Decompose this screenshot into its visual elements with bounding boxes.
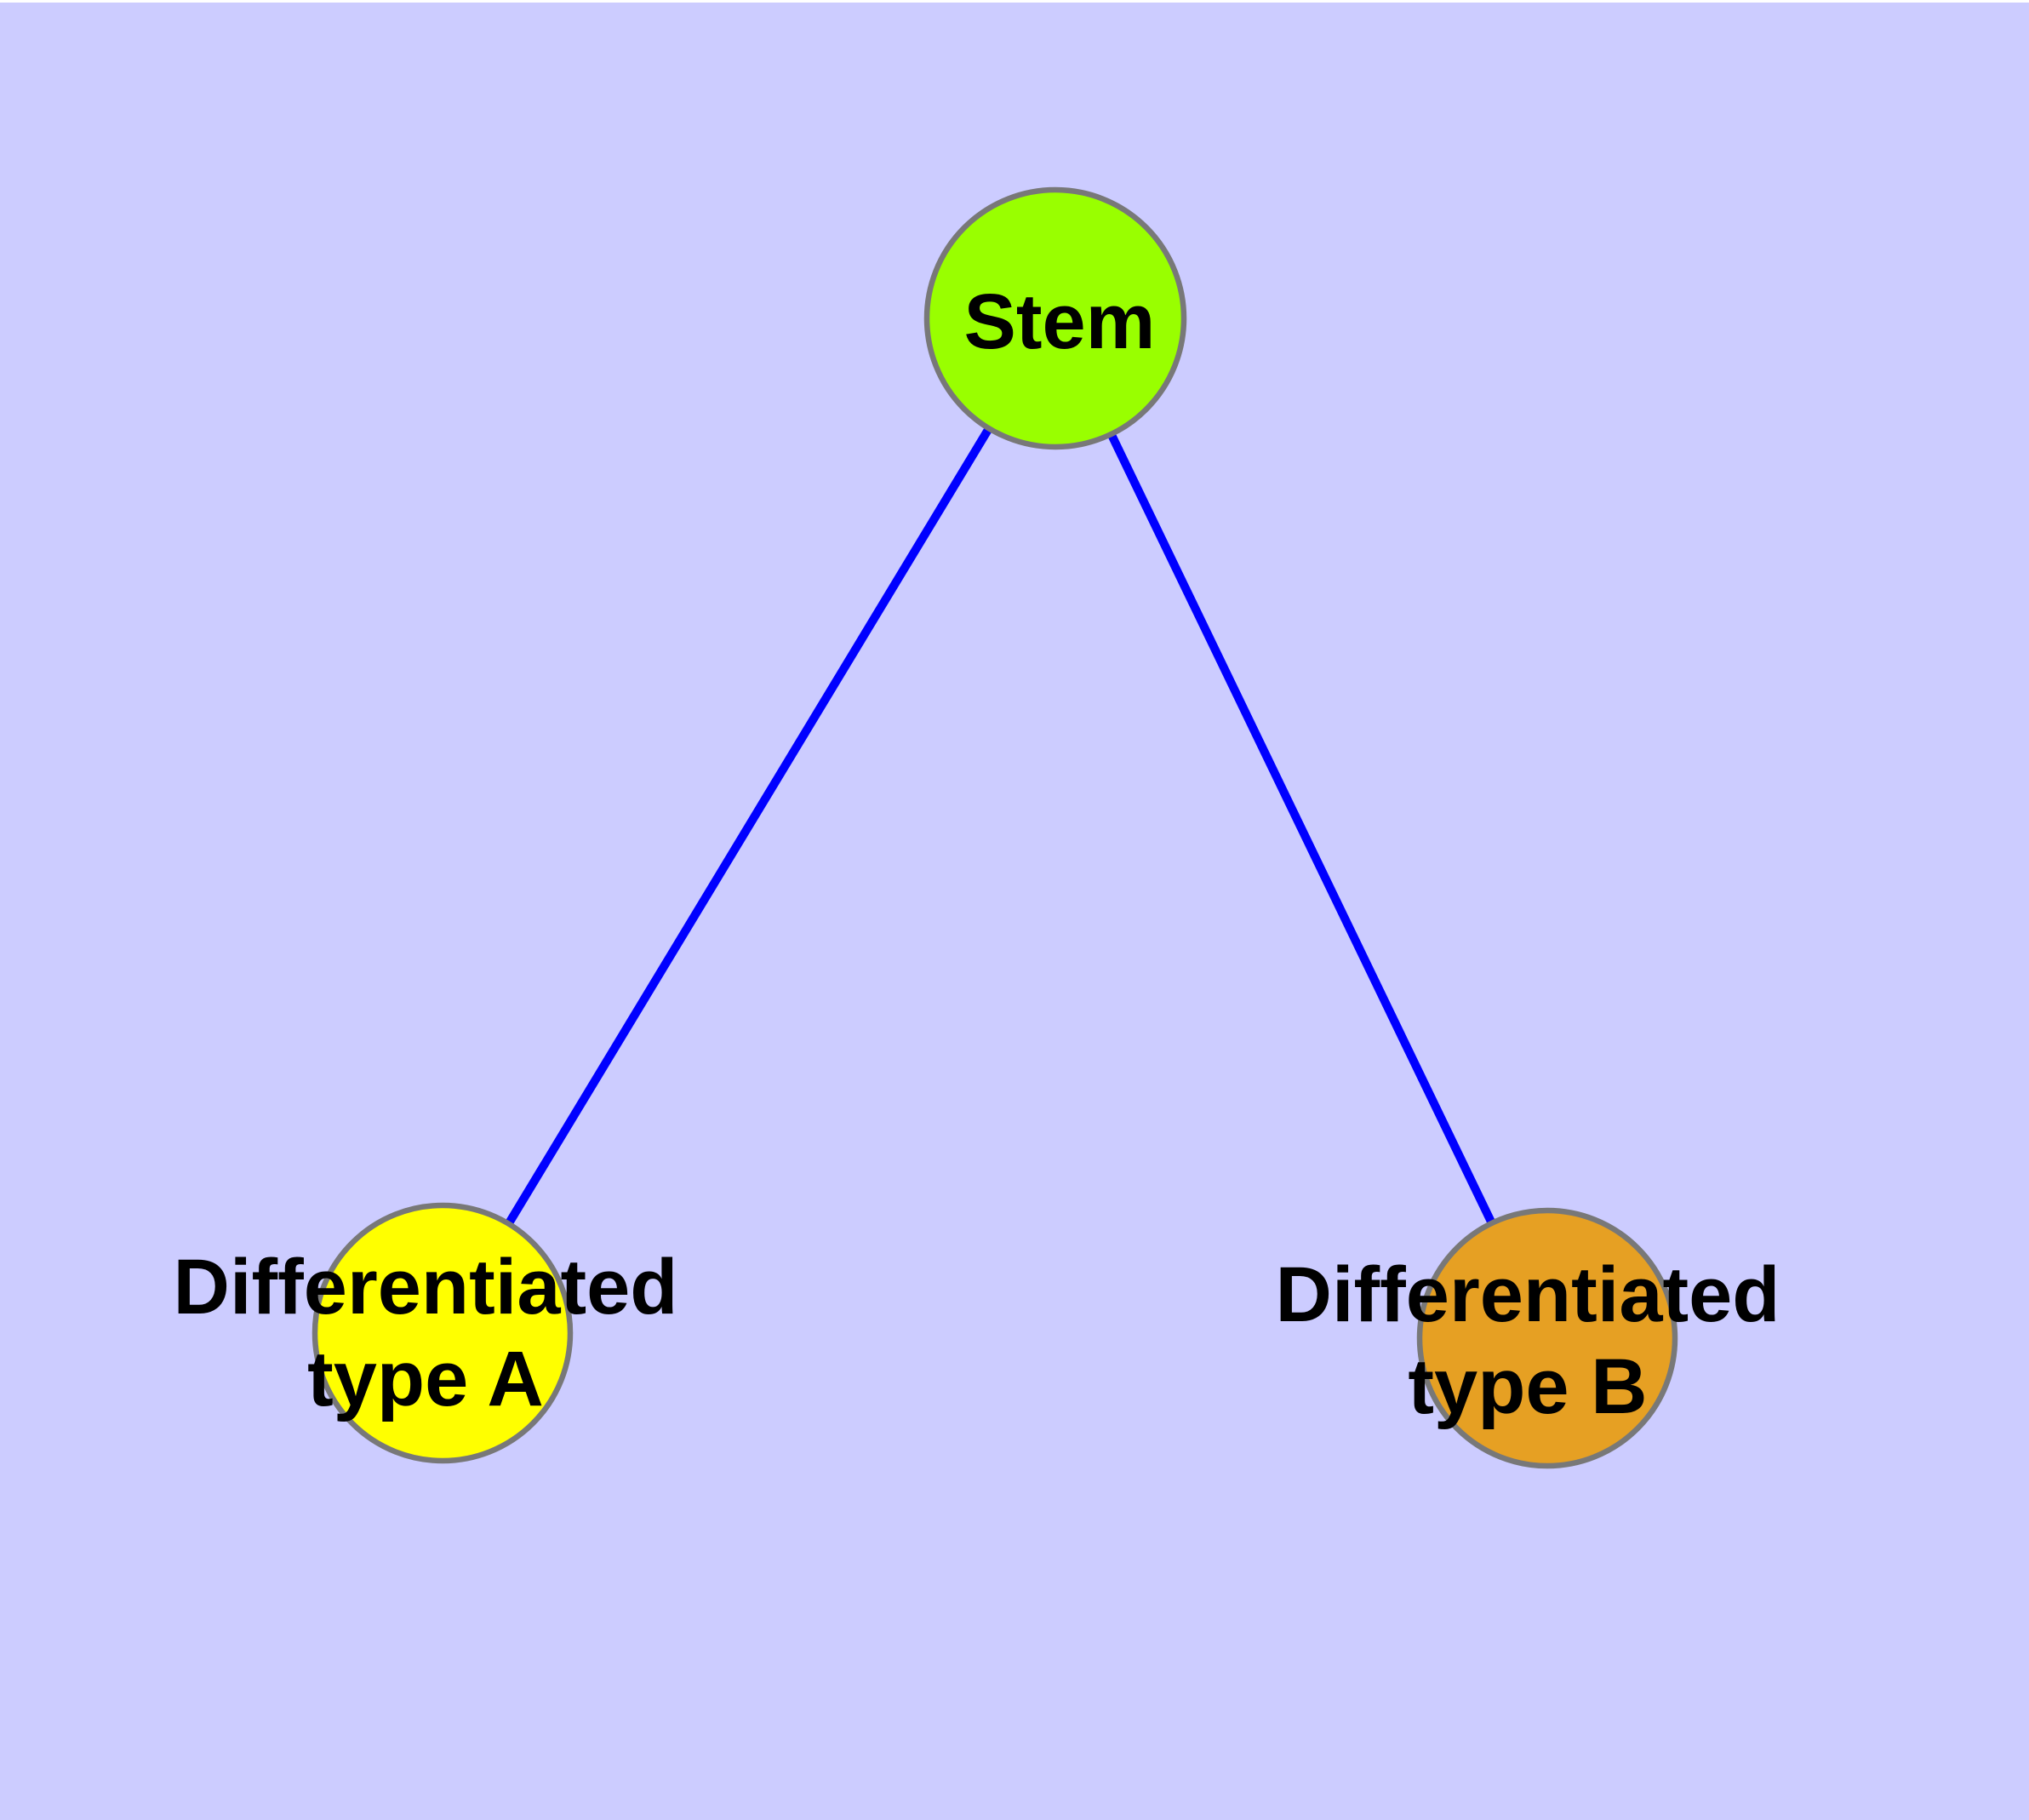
node-stem-label-text: Stem xyxy=(963,278,1156,365)
node-type-a-label-line1: Differentiated xyxy=(173,1244,678,1331)
edge-stem-to-type-a xyxy=(438,316,1060,1336)
node-type-a-circle xyxy=(311,1202,574,1464)
top-margin xyxy=(0,0,2029,3)
node-stem-label: Stem xyxy=(964,276,1156,368)
node-type-b-circle xyxy=(1416,1207,1678,1469)
node-type-a-label: Differentiated type A xyxy=(174,1241,678,1425)
node-type-b-label: Differentiated type B xyxy=(1276,1249,1780,1433)
node-stem-circle xyxy=(923,186,1187,450)
node-type-a-label-line2: type A xyxy=(307,1336,544,1422)
node-type-b-label-line2: type B xyxy=(1408,1343,1648,1430)
edge-stem-to-type-b xyxy=(1051,316,1552,1341)
node-type-b-label-line1: Differentiated xyxy=(1275,1251,1780,1338)
